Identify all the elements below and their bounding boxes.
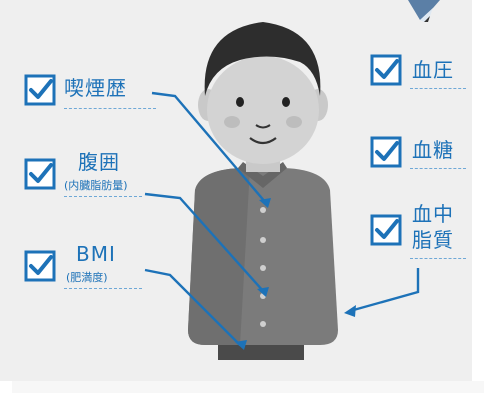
checkbox-blood-sugar bbox=[370, 136, 402, 172]
underline-smoking bbox=[64, 108, 156, 109]
pen-icon bbox=[408, 0, 440, 22]
label-bmi: BMI bbox=[76, 242, 116, 266]
underline-blood-sugar bbox=[410, 168, 466, 169]
checkbox-checked-icon bbox=[24, 74, 56, 106]
label-waist: 腹囲 bbox=[78, 150, 120, 174]
checkbox-blood-lipids bbox=[370, 214, 402, 250]
arrow-icon bbox=[144, 91, 420, 346]
checkbox-blood-pressure bbox=[370, 54, 402, 90]
label-blood-sugar: 血糖 bbox=[412, 138, 454, 162]
label-waist-sub: (内臓脂肪量) bbox=[64, 179, 128, 192]
label-smoking-history: 喫煙歴 bbox=[64, 76, 127, 100]
checkbox-smoking bbox=[24, 74, 56, 110]
label-blood-lipids-line2: 脂質 bbox=[412, 228, 454, 252]
panel-shadow bbox=[12, 381, 484, 393]
underline-blood-pressure bbox=[410, 88, 466, 89]
label-blood-lipids-line1: 血中 bbox=[412, 202, 454, 226]
checkbox-bmi bbox=[24, 250, 56, 286]
underline-waist bbox=[64, 196, 142, 197]
label-blood-pressure: 血圧 bbox=[412, 58, 454, 82]
person-illustration bbox=[188, 22, 338, 360]
underline-bmi bbox=[64, 288, 142, 289]
checkbox-checked-icon bbox=[370, 136, 402, 168]
checkbox-checked-icon bbox=[24, 158, 56, 190]
checkbox-checked-icon bbox=[370, 214, 402, 246]
checkbox-checked-icon bbox=[24, 250, 56, 282]
underline-blood-lipids bbox=[410, 258, 466, 259]
checkbox-checked-icon bbox=[370, 54, 402, 86]
checkbox-waist bbox=[24, 158, 56, 194]
label-bmi-sub: (肥満度) bbox=[66, 271, 108, 284]
